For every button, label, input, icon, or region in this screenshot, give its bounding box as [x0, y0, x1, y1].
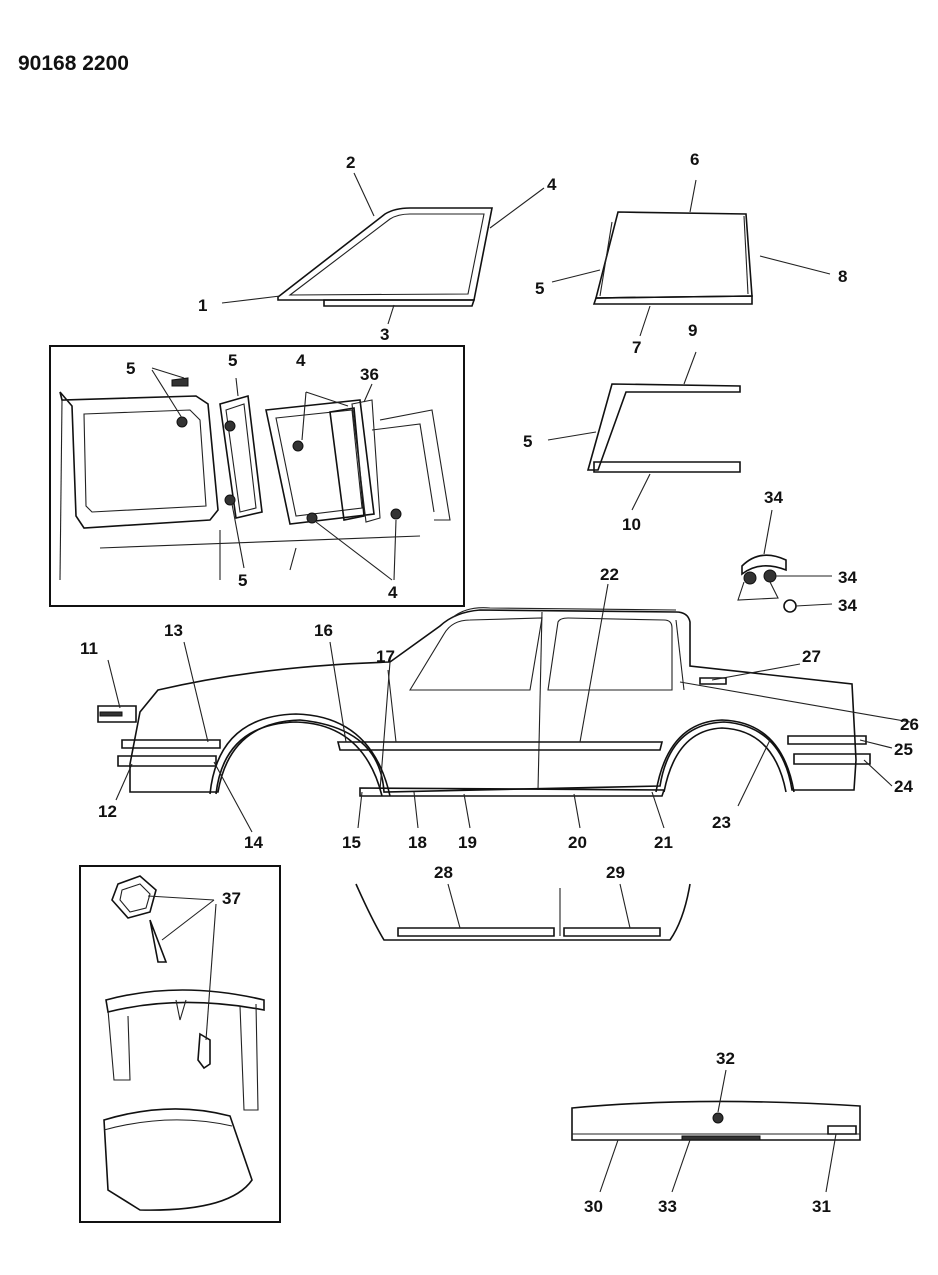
callout-10: 10 — [622, 515, 641, 534]
callout-32: 32 — [716, 1049, 735, 1068]
callout-33: 33 — [658, 1197, 677, 1216]
callout-11: 11 — [80, 639, 98, 658]
callout-24: 24 — [894, 777, 913, 796]
hood-ornament-inset — [79, 865, 281, 1223]
hood-ornament-drawing — [103, 875, 265, 1211]
callout-30: 30 — [584, 1197, 603, 1216]
callout-8: 8 — [838, 267, 847, 286]
callout-25: 25 — [894, 740, 913, 759]
callout-23: 23 — [712, 813, 731, 832]
callout-16: 16 — [314, 621, 333, 640]
callout-29: 29 — [606, 863, 625, 882]
callout-27: 27 — [802, 647, 821, 666]
callout-2: 2 — [346, 153, 355, 172]
sill-molding-detail — [355, 883, 691, 941]
callout-17: 17 — [376, 647, 395, 666]
callout-5: 5 — [535, 279, 544, 298]
door-glass-molding-front — [551, 179, 831, 337]
callout-26: 26 — [900, 715, 919, 734]
callout-3: 3 — [380, 325, 389, 344]
callout-4: 4 — [547, 175, 557, 194]
door-glass-molding-rear — [547, 351, 741, 511]
callout-6: 6 — [690, 150, 699, 169]
callout-34-low: 34 — [838, 596, 857, 615]
callout-28: 28 — [434, 863, 453, 882]
windshield-molding — [221, 172, 545, 325]
callout-1: 1 — [198, 296, 207, 315]
callout-22: 22 — [600, 565, 619, 584]
callout-34-mid: 34 — [838, 568, 857, 587]
inset-callout-4: 4 — [296, 351, 306, 370]
callout-12: 12 — [98, 802, 117, 821]
callout-31: 31 — [812, 1197, 831, 1216]
car-side-view — [97, 583, 911, 833]
medallion-assembly — [737, 509, 833, 613]
callout-7: 7 — [632, 338, 641, 357]
callout-21: 21 — [654, 833, 673, 852]
callout-37: 37 — [222, 889, 241, 908]
inset-callout-4-lower: 4 — [388, 583, 398, 602]
callout-34-top: 34 — [764, 488, 783, 507]
callout-18: 18 — [408, 833, 427, 852]
callout-9: 9 — [688, 321, 697, 340]
pillar-applique-inset-drawing — [59, 367, 451, 581]
callout-5b: 5 — [523, 432, 532, 451]
diagram-code: 90168 2200 — [18, 52, 129, 75]
callout-19: 19 — [458, 833, 477, 852]
deck-lid-applique — [571, 1069, 861, 1193]
inset-callout-5-lower: 5 — [238, 571, 247, 590]
callout-14: 14 — [244, 833, 263, 852]
callout-20: 20 — [568, 833, 587, 852]
callout-15: 15 — [342, 833, 361, 852]
inset-callout-5: 5 — [126, 359, 135, 378]
inset-callout-5-upper: 5 — [228, 351, 237, 370]
callout-13: 13 — [164, 621, 183, 640]
inset-callout-36: 36 — [360, 365, 379, 384]
